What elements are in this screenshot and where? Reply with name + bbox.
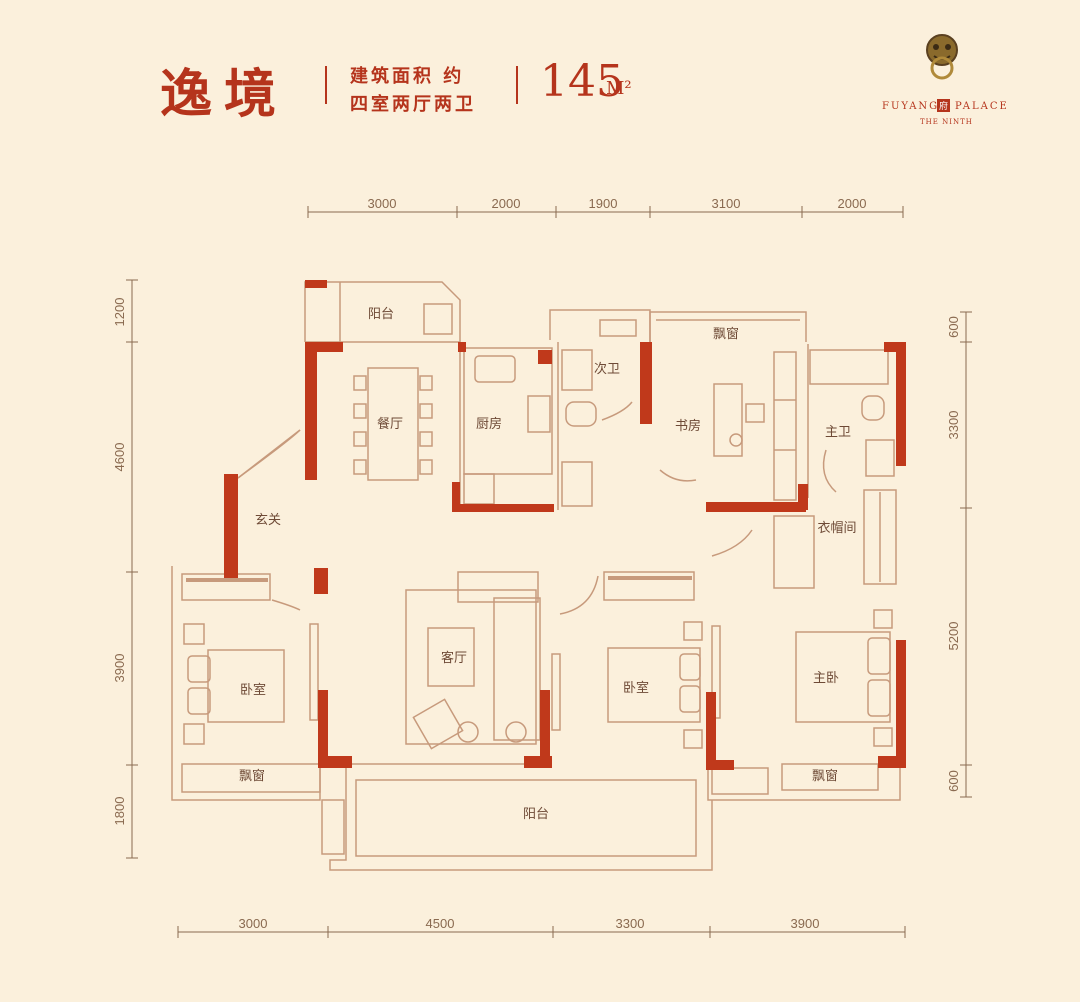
dim-left-4: 1800 — [112, 797, 127, 826]
room-bedroom-mid: 卧室 — [623, 680, 649, 696]
dim-top-2: 2000 — [492, 196, 521, 211]
lion-knocker-logo-icon — [926, 34, 958, 80]
dim-bottom-3: 3300 — [616, 916, 645, 931]
wardrobe-hatching — [186, 576, 692, 582]
dim-bottom-4: 3900 — [791, 916, 820, 931]
area-unit: M² — [606, 78, 632, 99]
dim-right-1: 600 — [946, 316, 961, 338]
room-cloakroom: 衣帽间 — [817, 520, 856, 536]
dim-bottom-1: 3000 — [239, 916, 268, 931]
room-living: 客厅 — [441, 650, 467, 666]
dim-left-1: 1200 — [112, 298, 127, 327]
room-balcony-bottom: 阳台 — [523, 807, 549, 822]
dim-bottom-2: 4500 — [426, 916, 455, 931]
room-second-bath: 次卫 — [594, 361, 620, 377]
brand-left: FUYANG — [882, 101, 940, 112]
header-divider-2 — [516, 66, 518, 104]
room-master-bedroom: 主卧 — [813, 671, 839, 686]
layout-label: 四室两厅两卫 — [350, 94, 476, 115]
dim-top-1: 3000 — [368, 196, 397, 211]
dim-left-3: 3900 — [112, 654, 127, 683]
room-dining: 餐厅 — [377, 416, 403, 432]
room-bedroom-left: 卧室 — [240, 682, 266, 698]
room-master-bath: 主卫 — [825, 425, 851, 440]
room-bay-left: 飘窗 — [239, 768, 265, 784]
brand-seal: 府 — [937, 99, 951, 112]
area-label: 建筑面积 约 — [350, 66, 465, 87]
apartment-name: 逸境 — [160, 64, 289, 125]
dim-left-2: 4600 — [112, 443, 127, 472]
room-balcony-top: 阳台 — [368, 307, 394, 322]
header-divider — [325, 66, 327, 104]
dim-top-3: 1900 — [589, 196, 618, 211]
dim-right-3: 5200 — [946, 622, 961, 651]
dim-top-4: 3100 — [712, 196, 741, 211]
area-value: 145 — [540, 56, 624, 107]
structural-walls — [224, 280, 906, 770]
brand-right: PALACE — [955, 101, 1009, 112]
brand-sub: THE NINTH — [920, 118, 973, 126]
room-study: 书房 — [675, 418, 701, 434]
structure-outline — [171, 281, 901, 871]
dimension-lines — [126, 206, 972, 938]
room-kitchen: 厨房 — [476, 416, 502, 432]
room-bay-right: 飘窗 — [812, 768, 838, 784]
room-foyer: 玄关 — [255, 513, 281, 528]
dim-right-2: 3300 — [946, 411, 961, 440]
dim-right-4: 600 — [946, 770, 961, 792]
dim-top-5: 2000 — [838, 196, 867, 211]
room-bay-top: 飘窗 — [713, 326, 739, 342]
